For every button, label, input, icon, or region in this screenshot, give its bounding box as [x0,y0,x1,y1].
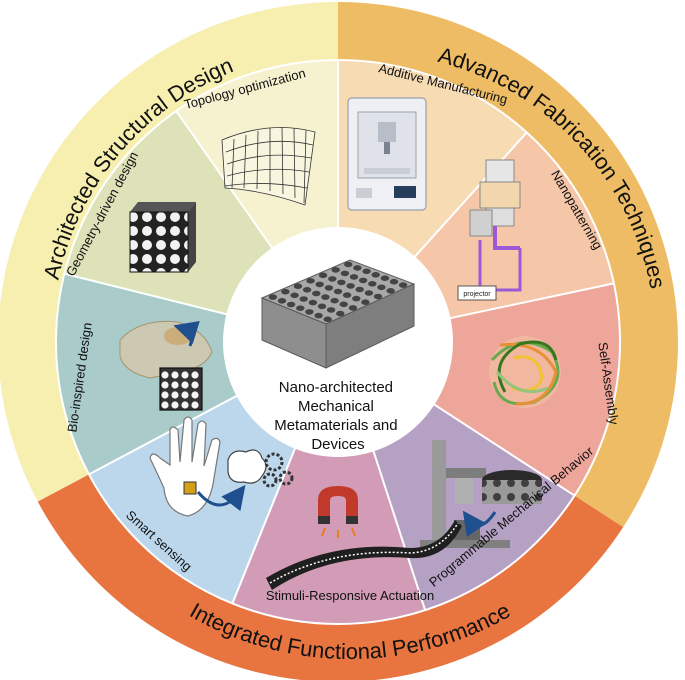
lattice-hole [330,298,338,304]
label-stimuli: Stimuli-Responsive Actuation [266,588,434,603]
lattice-hole [399,282,407,288]
lattice-hole [305,309,313,315]
lattice-hole [325,285,333,291]
lattice-hole [287,302,295,308]
lattice-hole [318,304,326,310]
lattice-hole [362,269,370,275]
lattice-hole [334,289,342,295]
lattice-hole [332,267,340,273]
lattice-hole [327,307,335,313]
lattice-hole [296,305,304,311]
lattice-hole [290,293,298,299]
lattice-hole [319,273,327,279]
lattice-hole [328,276,336,282]
3d-printer-icon [348,98,426,210]
foam-cube-icon [130,202,196,272]
lattice-hole [336,311,344,317]
lattice-hole [306,278,314,284]
center-title-line-3: Metamaterials and [274,417,397,434]
lattice-hole [365,290,373,296]
lattice-hole [314,313,322,319]
lattice-hole [381,275,389,281]
lattice-hole [300,296,308,302]
lattice-hole [359,278,367,284]
lattice-hole [372,272,380,278]
lattice-hole [278,298,286,304]
lattice-hole [390,279,398,285]
projector-label: projector [463,291,491,298]
lattice-hole [340,302,348,308]
lattice-hole [368,281,376,287]
lattice-hole [337,280,345,286]
lattice-hole [386,288,394,294]
lattice-hole [344,262,352,268]
lattice-hole [324,317,332,323]
lattice-hole [374,294,382,300]
lattice-hole [353,265,361,271]
lattice-hole [269,294,277,300]
lattice-hole [294,283,302,289]
lattice-hole [346,283,354,289]
center-title-line-1: Nano-architected [279,379,393,396]
lattice-hole [350,274,358,280]
lattice-hole [316,282,324,288]
self-assembly-fibres-icon [489,336,561,408]
lattice-hole [341,271,349,277]
lattice-hole [321,294,329,300]
lattice-hole [352,296,360,302]
lattice-hole [312,291,320,297]
lattice-hole [377,285,385,291]
lattice-hole [356,287,364,293]
center-title-line-4: Devices [311,436,364,453]
center-title-line-2: Mechanical [298,398,374,415]
lattice-hole [281,289,289,295]
lattice-hole [349,305,357,311]
lattice-hole [343,292,351,298]
lattice-hole [303,287,311,293]
lattice-hole [361,299,369,305]
lattice-hole [309,300,317,306]
